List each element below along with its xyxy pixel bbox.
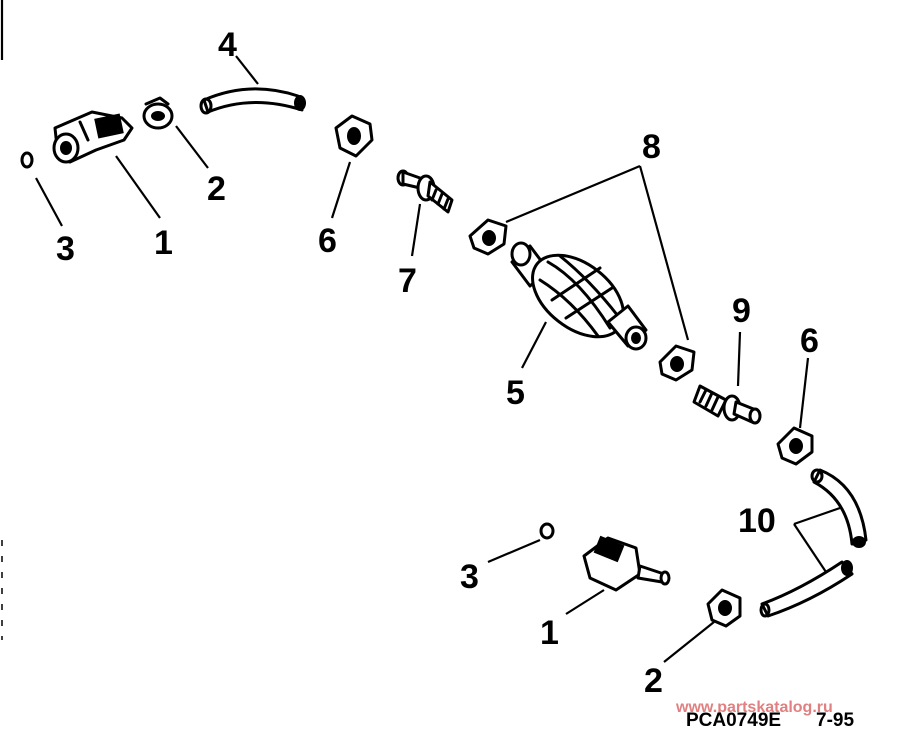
callout-6-lower: 6 (800, 322, 819, 360)
part-9-barbed-fitting (692, 384, 762, 425)
callout-2-upper: 2 (207, 170, 226, 208)
part-5-primer-bulb (510, 241, 648, 351)
drawing-code: PCA0749E (686, 710, 781, 731)
callout-2-lower: 2 (644, 662, 663, 700)
part-8-clamp-upper (468, 218, 508, 256)
callout-1-lower: 1 (540, 614, 559, 652)
callout-5: 5 (506, 374, 525, 412)
callout-8: 8 (642, 128, 661, 166)
part-7-barbed-fitting (396, 169, 454, 214)
callout-3-upper: 3 (56, 230, 75, 268)
part-10-hose-upper (810, 468, 868, 548)
callout-9: 9 (732, 292, 751, 330)
callout-3-lower: 3 (460, 558, 479, 596)
part-4-hose (199, 87, 306, 115)
part-1-connector-upper (52, 110, 134, 164)
callout-7: 7 (398, 262, 417, 300)
callout-1-upper: 1 (154, 224, 173, 262)
part-2-clamp-lower (706, 588, 742, 628)
part-6-clamp-upper (334, 114, 374, 158)
part-2-clamp-upper (142, 96, 174, 130)
callout-labels: 3 1 2 4 6 7 8 5 9 6 10 3 1 2 (56, 26, 819, 700)
part-8-clamp-lower (658, 344, 696, 382)
part-3-o-ring-lower (539, 522, 555, 540)
part-3-o-ring-left (20, 151, 34, 169)
part-10-hose-lower (759, 560, 854, 618)
leader-lines (35, 55, 841, 663)
callout-6-upper: 6 (318, 222, 337, 260)
part-6-clamp-lower (776, 426, 814, 466)
drawing-date: 7-95 (816, 710, 854, 731)
part-1-connector-lower (582, 535, 671, 592)
callout-10: 10 (738, 502, 776, 540)
callout-4: 4 (218, 26, 237, 64)
watermark: www.partskatalog.ru (675, 699, 833, 716)
